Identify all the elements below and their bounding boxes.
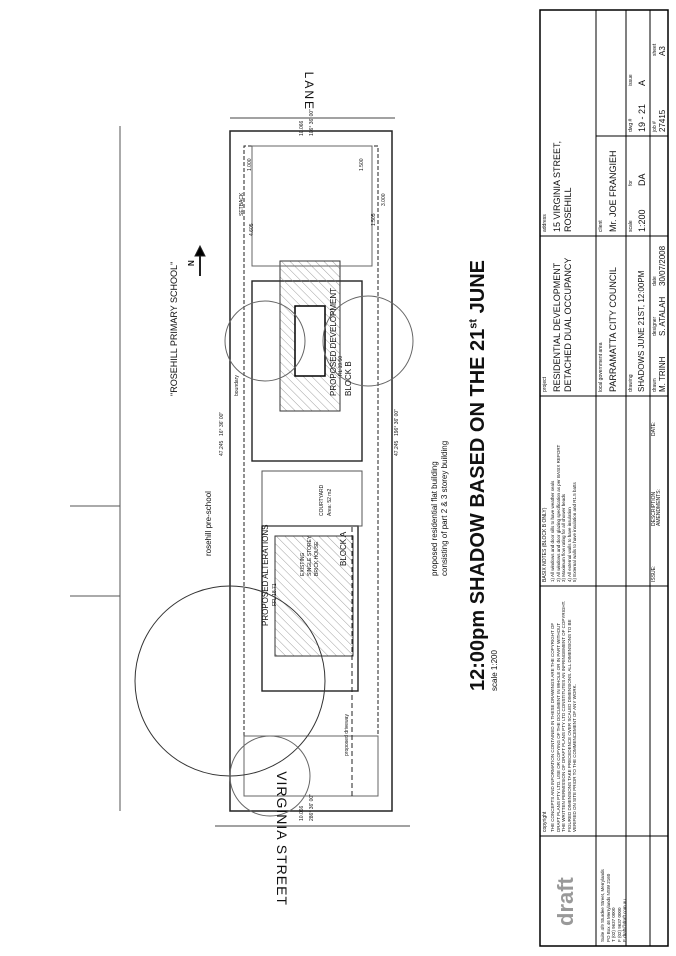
north-arrow-head (194, 244, 206, 257)
drawing-scale: scale 1:200 (490, 650, 499, 691)
courtyard-area: Area: 52 m2 (327, 488, 333, 516)
firm-logo: draft (553, 877, 578, 926)
block-a-label: BLOCK A (339, 531, 348, 566)
dwg-caption: dwg # (628, 118, 634, 132)
dim: 16° 36' 00" (219, 411, 225, 436)
dim: 1.505 (371, 213, 377, 226)
scale-caption: scale (628, 220, 634, 232)
north-label: N (187, 260, 196, 266)
school-label: "ROSEHILL PRIMARY SCHOOL" (169, 261, 179, 396)
dim: 196° 36' 00" (394, 409, 400, 436)
development-label: PROPOSED DEVELOPMENT (329, 287, 338, 396)
lga-caption: local government area (598, 342, 604, 392)
address-caption: address (542, 214, 548, 232)
front-garden (243, 735, 379, 797)
scale-value: 1:200 (637, 209, 647, 232)
date-value: 30/07/2008 (658, 245, 667, 286)
dim: 10.066 (299, 120, 305, 136)
project-caption: project (542, 376, 548, 392)
firm-address: Suite 4/9 Sturdee Street, Merrylands PO … (600, 869, 628, 942)
drawing-title: 12:00pm SHADOW BASED ON THE 21st JUNE (467, 260, 489, 691)
dim: 47.245 (219, 440, 225, 456)
courtyard-label: COURTYARD (319, 484, 325, 516)
description-caption: DESCRIPTION AMENDMENTS: (651, 489, 662, 526)
dwg-value: 19 - 21 (637, 103, 647, 132)
boundary-label: boundary (234, 375, 240, 396)
block-b-label: BLOCK B (344, 361, 353, 396)
copyright-text: THE CONCEPTS AND INFORMATION CONTAINED I… (550, 600, 578, 832)
basix-caption: BASIX NOTES (BLOCK B ONLY) (542, 507, 548, 582)
drawing-caption: drawing (628, 374, 634, 392)
designer-value: S. ATALAH (658, 296, 667, 336)
dim: 47.245 (394, 440, 400, 456)
issue-caption: ISSUE: (651, 565, 657, 582)
for-caption: for (628, 180, 634, 186)
dim: 1.000 (247, 158, 253, 171)
rear-garden (251, 145, 373, 267)
block-b-core (294, 305, 326, 377)
preschool-label: rosehill pre-school (204, 491, 213, 556)
development-fl: RL 19.50 (338, 355, 344, 376)
alterations-label: PROPOSED ALTERATIONS (261, 524, 270, 626)
client-value: Mr. JOE FRANGIEH (608, 150, 618, 232)
dim: 286° 36' 00" (309, 794, 315, 821)
driveway-label: proposed driveway (344, 714, 350, 756)
drawing-value: SHADOWS JUNE 21ST, 12:00PM (637, 270, 646, 392)
tree-canopy (229, 735, 311, 817)
issue-no-caption: issue (628, 74, 634, 86)
lane-label: LANE (302, 71, 316, 111)
dim: 4.605 (249, 223, 255, 236)
tree-canopy (224, 300, 306, 382)
drawn-value: M. TRINH (658, 356, 667, 392)
date-caption: DATE: (651, 421, 657, 436)
project-value: RESIDENTIAL DEVELOPMENT DETACHED DUAL OC… (552, 257, 573, 392)
basix-notes: 1) All windows and door sills to have we… (550, 444, 578, 582)
job-value: 27415 (658, 109, 667, 132)
courtyard-outline (261, 470, 363, 527)
copyright-caption: copyright (542, 811, 548, 832)
client-caption: client (598, 220, 604, 232)
site-boundary (229, 130, 393, 812)
lga-value: PARRAMATTA CITY COUNCIL (608, 267, 618, 392)
dim: 106° 36' 00" (309, 109, 315, 136)
for-value: DA (637, 173, 647, 186)
dim: 10.066 (299, 805, 305, 821)
sheet-value: A3 (658, 46, 667, 56)
title-block-frame (539, 9, 669, 947)
street-label: VIRGINIA STREET (274, 771, 290, 906)
address-value: 15 VIRGINIA STREET, ROSEHILL (552, 140, 573, 232)
alterations-fl: FFL 18.71 (272, 583, 278, 606)
neighbour-label: proposed residential flat building consi… (430, 440, 449, 576)
existing-house-label: EXISTING SINGLE STOREY BRICK HOUSE (300, 535, 320, 576)
issue-no-value: A (637, 79, 647, 86)
setback-label: SETBACK (239, 192, 245, 216)
dim: 1.500 (359, 158, 365, 171)
tree-canopy (322, 295, 414, 387)
block-a-hatch (274, 535, 354, 657)
dim: 3.000 (381, 193, 387, 206)
